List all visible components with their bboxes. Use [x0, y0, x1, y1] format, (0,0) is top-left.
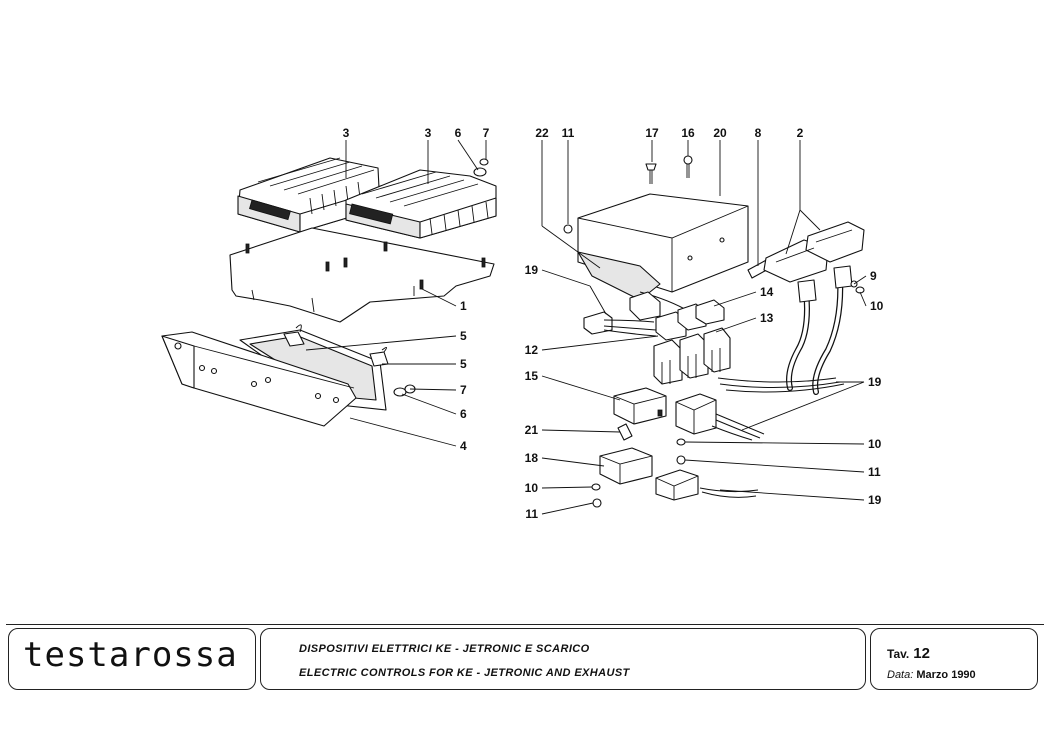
callout-20: 20	[713, 126, 727, 140]
screw-16	[683, 155, 693, 178]
leader-lines	[305, 139, 867, 515]
sheet-info-box: Tav.12 Data: Marzo 1990	[870, 628, 1038, 690]
sheet-number-line: Tav.12	[887, 645, 930, 662]
nut-11c	[592, 498, 602, 508]
screw-17	[645, 163, 657, 184]
title-english: ELECTRIC CONTROLS FOR KE - JETRONIC AND …	[299, 667, 630, 679]
callout-19c: 19	[868, 493, 882, 507]
testarossa-logo: testarossa	[23, 635, 238, 675]
relay-18	[599, 447, 653, 485]
bracket-assembly	[161, 324, 389, 427]
logo-box: testarossa	[8, 628, 256, 690]
callout-13: 13	[760, 311, 774, 325]
callout-10c: 10	[525, 481, 539, 495]
callout-3a: 3	[343, 126, 350, 140]
callout-22: 22	[535, 126, 549, 140]
callout-17: 17	[645, 126, 659, 140]
mounting-plate	[229, 227, 495, 323]
callout-11c: 11	[525, 507, 538, 521]
callout-6b: 6	[460, 407, 467, 421]
washer-10b	[676, 438, 686, 446]
relay-block-lower	[655, 469, 759, 501]
nut-top	[473, 167, 487, 177]
callout-6a: 6	[455, 126, 462, 140]
callout-10a: 10	[870, 299, 884, 313]
callout-2: 2	[797, 126, 804, 140]
washer-top	[479, 158, 489, 166]
nut-11b	[676, 455, 686, 465]
callout-10b: 10	[868, 437, 882, 451]
sheet-number: 12	[913, 645, 930, 662]
title-italian: DISPOSITIVI ELETTRICI KE - JETRONIC E SC…	[299, 643, 590, 655]
callout-3b: 3	[425, 126, 432, 140]
callout-8: 8	[755, 126, 762, 140]
callout-15: 15	[525, 369, 539, 383]
callout-4: 4	[460, 439, 467, 453]
washer-10c	[591, 483, 601, 491]
footer-rule	[6, 624, 1044, 625]
callout-9: 9	[870, 269, 877, 283]
callout-19a: 19	[525, 263, 539, 277]
callout-12: 12	[525, 343, 539, 357]
control-unit-left	[237, 157, 381, 233]
callout-7a: 7	[483, 126, 490, 140]
connector-pair	[763, 221, 865, 283]
date-line: Data: Marzo 1990	[887, 669, 976, 681]
relay-15	[613, 387, 667, 425]
callout-1: 1	[460, 299, 467, 313]
callout-11b: 11	[868, 465, 881, 479]
sheet-label: Tav.	[887, 647, 910, 661]
date-value: Marzo 1990	[916, 669, 976, 681]
callout-14: 14	[760, 285, 774, 299]
callout-21: 21	[525, 423, 539, 437]
callout-numbers: 3 3 6 7 1 5 5 7 6 4 22 11 17 16 20 8 2 9…	[343, 126, 884, 521]
relay-cluster	[583, 291, 731, 385]
callout-5b: 5	[460, 357, 467, 371]
title-box: DISPOSITIVI ELETTRICI KE - JETRONIC E SC…	[260, 628, 866, 690]
fuse-21	[617, 423, 633, 441]
relay-box	[563, 193, 749, 301]
date-label: Data:	[887, 669, 914, 681]
callout-5a: 5	[460, 329, 467, 343]
callout-16: 16	[681, 126, 695, 140]
callout-11a: 11	[562, 126, 575, 140]
connector-block	[675, 393, 765, 441]
callout-19b: 19	[868, 375, 882, 389]
harness-wire-b	[812, 275, 844, 395]
callout-7b: 7	[460, 383, 467, 397]
callout-18: 18	[525, 451, 539, 465]
